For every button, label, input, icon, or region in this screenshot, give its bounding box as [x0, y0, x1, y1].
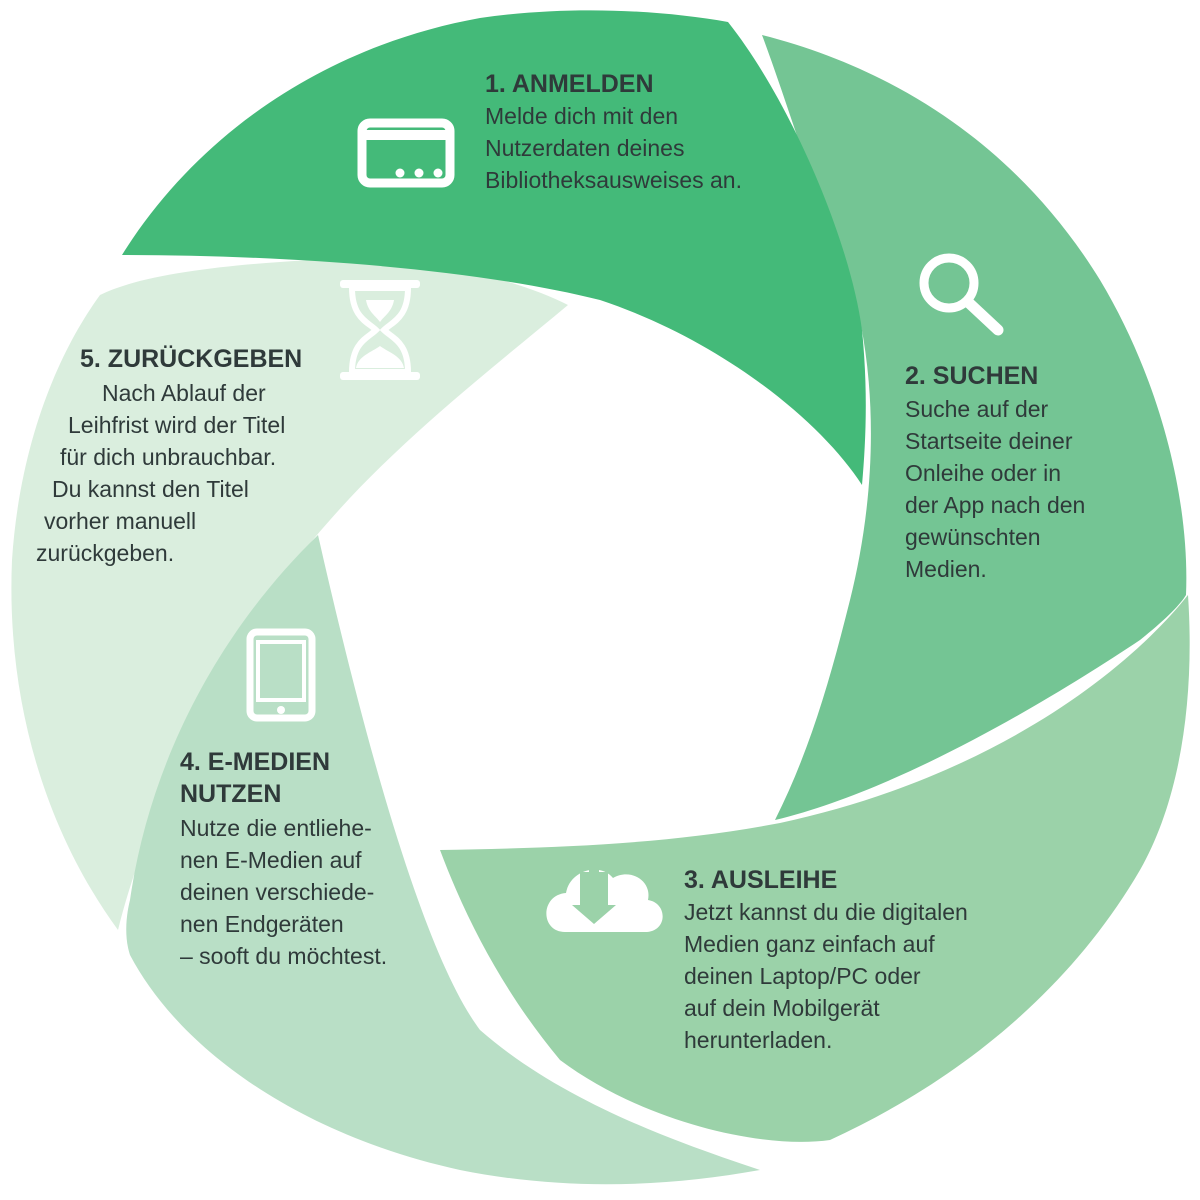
search-icon	[919, 253, 1004, 336]
step-2-text-line-3: Onleihe oder in	[905, 460, 1061, 486]
step-5-text-line-2: Leihfrist wird der Titel	[68, 412, 286, 438]
step-3-text-line-1: Jetzt kannst du die digitalen	[684, 899, 968, 925]
segment-3	[440, 595, 1190, 1142]
step-1-text-line-3: Bibliotheksausweises an.	[485, 167, 742, 193]
tablet-icon	[246, 628, 316, 722]
step-5-text-line-3: für dich unbrauchbar.	[60, 444, 277, 470]
step-2-text-line-5: gewünschten	[905, 524, 1041, 550]
step-5-text-line-4: Du kannst den Titel	[52, 476, 249, 502]
step-2-text-line-4: der App nach den	[905, 492, 1086, 518]
step-5-text-line-1: Nach Ablauf der	[102, 380, 266, 406]
step-4-text-line-3: deinen verschiede-	[180, 879, 375, 905]
step-4-title-line-2: NUTZEN	[180, 780, 282, 808]
step-5-text-line-5: vorher manuell	[44, 508, 197, 534]
step-5-text-line-6: zurückgeben.	[36, 540, 175, 566]
step-4-text-line-1: Nutze die entliehe-	[180, 815, 372, 841]
step-5-title: 5. ZURÜCKGEBEN	[80, 345, 303, 373]
step-2-text-line-6: Medien.	[905, 556, 987, 582]
step-1-text-line-2: Nutzerdaten deines	[485, 135, 685, 161]
step-3-text-line-4: auf dein Mobilgerät	[684, 995, 880, 1021]
step-4-title: 4. E-MEDIEN	[180, 748, 331, 776]
step-4-text-line-2: nen E-Medien auf	[180, 847, 362, 873]
credit-card-icon	[357, 118, 455, 188]
step-2-text-line-2: Startseite deiner	[905, 428, 1073, 454]
step-4-text-line-4: nen Endgeräten	[180, 911, 344, 937]
step-2-title: 2. SUCHEN	[905, 362, 1039, 390]
segment-5	[11, 257, 568, 930]
segment-2	[762, 35, 1187, 820]
step-1-title: 1. ANMELDEN	[485, 70, 654, 98]
step-3-text-line-2: Medien ganz einfach auf	[684, 931, 935, 957]
step-3-text-line-5: herunterladen.	[684, 1027, 833, 1053]
step-2-text-line-1: Suche auf der	[905, 396, 1049, 422]
step-1-text-line-1: Melde dich mit den	[485, 103, 679, 129]
step-3-title: 3. AUSLEIHE	[684, 866, 838, 894]
step-3-text-line-3: deinen Laptop/PC oder	[684, 963, 921, 989]
step-4-text-line-5: – sooft du möchtest.	[180, 943, 388, 969]
segment-4	[126, 535, 760, 1185]
cloud-download-icon	[546, 868, 663, 932]
segment-1	[122, 10, 866, 485]
hourglass-icon	[340, 280, 420, 380]
